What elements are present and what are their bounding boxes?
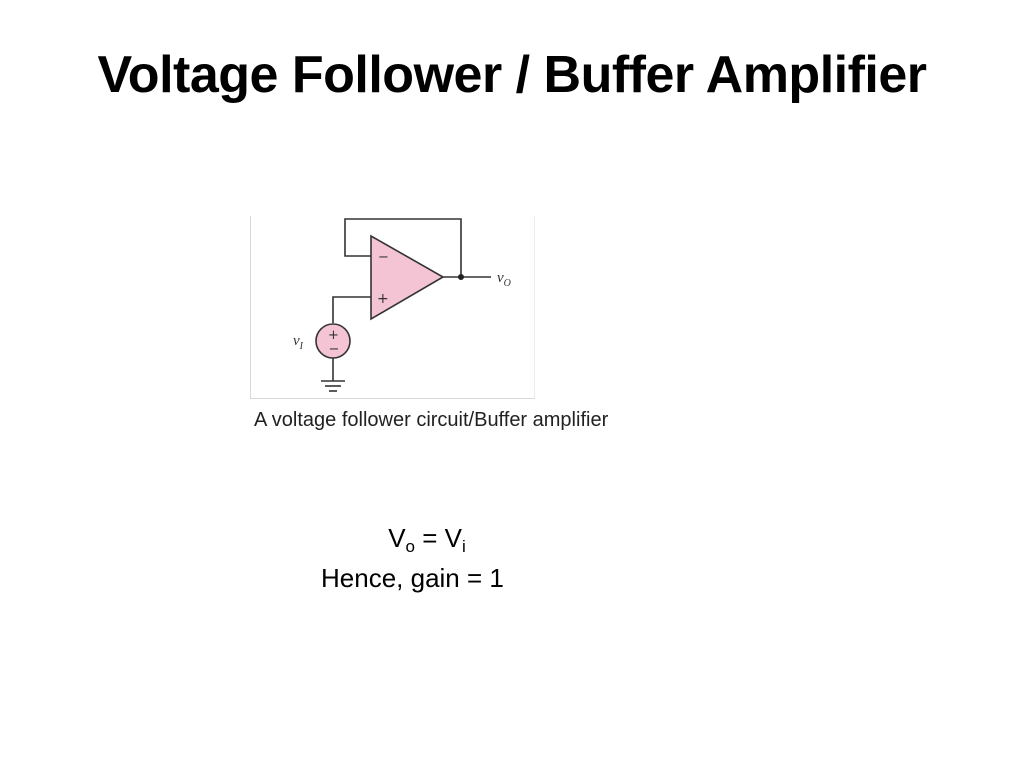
source-plus-sign: + — [328, 328, 339, 343]
eq-operator: = — [415, 523, 445, 553]
equation-vo-equals-vi: Vo = Vi — [0, 521, 854, 555]
circuit-svg: − + + − vO vI — [293, 218, 511, 392]
input-voltage-label: vI — [293, 333, 304, 352]
inverting-input-sign: − — [378, 250, 389, 265]
eq-rhs-sub: i — [462, 537, 466, 556]
gain-statement: Hence, gain = 1 — [321, 563, 504, 593]
input-wire — [332, 296, 371, 323]
opamp-triangle — [370, 234, 445, 321]
eq-rhs-base: V — [444, 523, 462, 553]
noninverting-input-sign: + — [377, 291, 389, 307]
ground-icon — [321, 380, 345, 392]
voltage-follower-diagram: − + + − vO vI — [250, 216, 535, 399]
slide-title: Voltage Follower / Buffer Amplifier — [97, 46, 927, 104]
diagram-caption: A voltage follower circuit/Buffer amplif… — [254, 409, 609, 431]
eq-lhs-sub: o — [405, 537, 416, 556]
feedback-wire — [344, 218, 462, 277]
output-voltage-label: vO — [497, 270, 511, 289]
source-minus-sign: − — [329, 342, 340, 357]
output-node — [458, 274, 464, 280]
eq-lhs-base: V — [388, 523, 406, 553]
